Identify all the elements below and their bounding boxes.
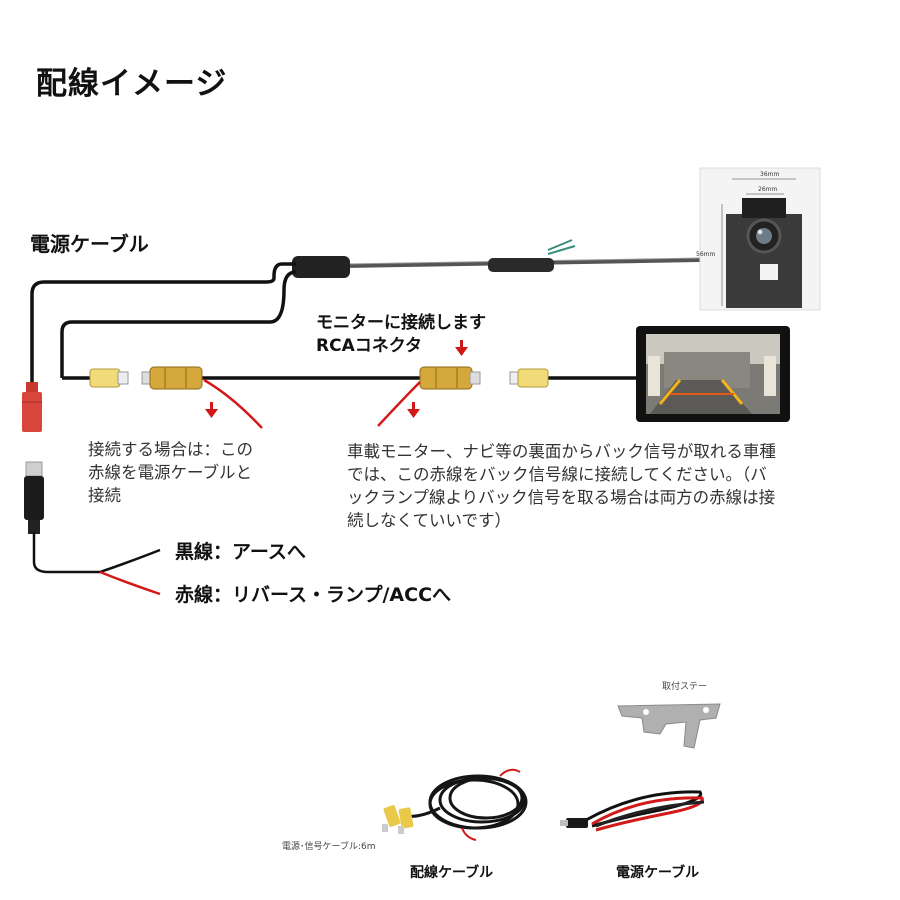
note-right-line3: ックランプ線よりバック信号を取る場合は両方の赤線は接	[347, 488, 776, 507]
power-plug-male	[24, 461, 44, 534]
bracket-label: 取付ステー	[662, 682, 708, 692]
camera-dim-outer: 36mm	[760, 171, 779, 178]
note-left: 接続する場合は：この 赤線を電源ケーブルと 接続	[88, 438, 288, 507]
rca-female-left	[89, 368, 129, 388]
rca-female-right	[509, 368, 549, 388]
power-cable-coil	[585, 790, 705, 832]
camera-dim-inner: 26mm	[758, 186, 777, 193]
ground-wire	[32, 532, 161, 574]
monitor	[636, 326, 790, 422]
note-left-line3: 接続	[88, 486, 121, 505]
rca-connector-label: モニターに接続します RCAコネクタ	[316, 312, 486, 358]
red-trigger-wire-left	[203, 378, 263, 429]
power-cable-caption: 電源ケーブル	[616, 865, 700, 881]
camera	[699, 167, 821, 311]
note-right: 車載モニター、ナビ等の裏面からバック信号が取れる車種 では、この赤線をバック信号…	[347, 440, 827, 532]
note-right-line2: では、この赤線をバック信号線に接続してください。（バ	[347, 465, 767, 484]
reverse-wire	[99, 570, 161, 596]
signal-wire	[60, 270, 297, 378]
power-plug-female	[22, 382, 42, 432]
power-cable-label: 電源ケーブル	[30, 232, 149, 256]
splitter-box	[292, 256, 350, 278]
red-wire-label: 赤線：リバース・ランプ/ACCへ	[175, 584, 452, 606]
rca-male-right	[419, 366, 481, 390]
red-trigger-wire-right	[377, 381, 421, 427]
rca-male-left	[141, 366, 203, 390]
dc-plug	[566, 818, 588, 828]
arrow-down-icon	[455, 340, 468, 356]
rca-label-line2: RCAコネクタ	[316, 336, 423, 356]
page-title: 配線イメージ	[36, 66, 228, 102]
note-left-line2: 赤線を電源ケーブルと	[88, 463, 253, 482]
camera-dim-height: 56mm	[696, 251, 715, 258]
cable-spec-label: 電源･信号ケーブル:6m	[282, 842, 376, 852]
bracket	[617, 703, 721, 749]
rca-yellow-plugs	[382, 805, 414, 834]
black-wire-label: 黒線：アースへ	[175, 541, 306, 563]
note-right-line1: 車載モニター、ナビ等の裏面からバック信号が取れる車種	[347, 442, 776, 461]
rca-label-line1: モニターに接続します	[316, 313, 486, 333]
note-right-line4: 続しなくていいです）	[347, 511, 512, 530]
arrow-down-icon	[205, 402, 218, 418]
coiled-cable	[405, 774, 528, 830]
arrow-down-icon	[407, 402, 420, 418]
power-wire	[30, 262, 296, 382]
cable-joint	[488, 258, 554, 272]
note-left-line1: 接続する場合は：この	[88, 440, 253, 459]
wiring-cable-caption: 配線ケーブル	[410, 865, 494, 881]
